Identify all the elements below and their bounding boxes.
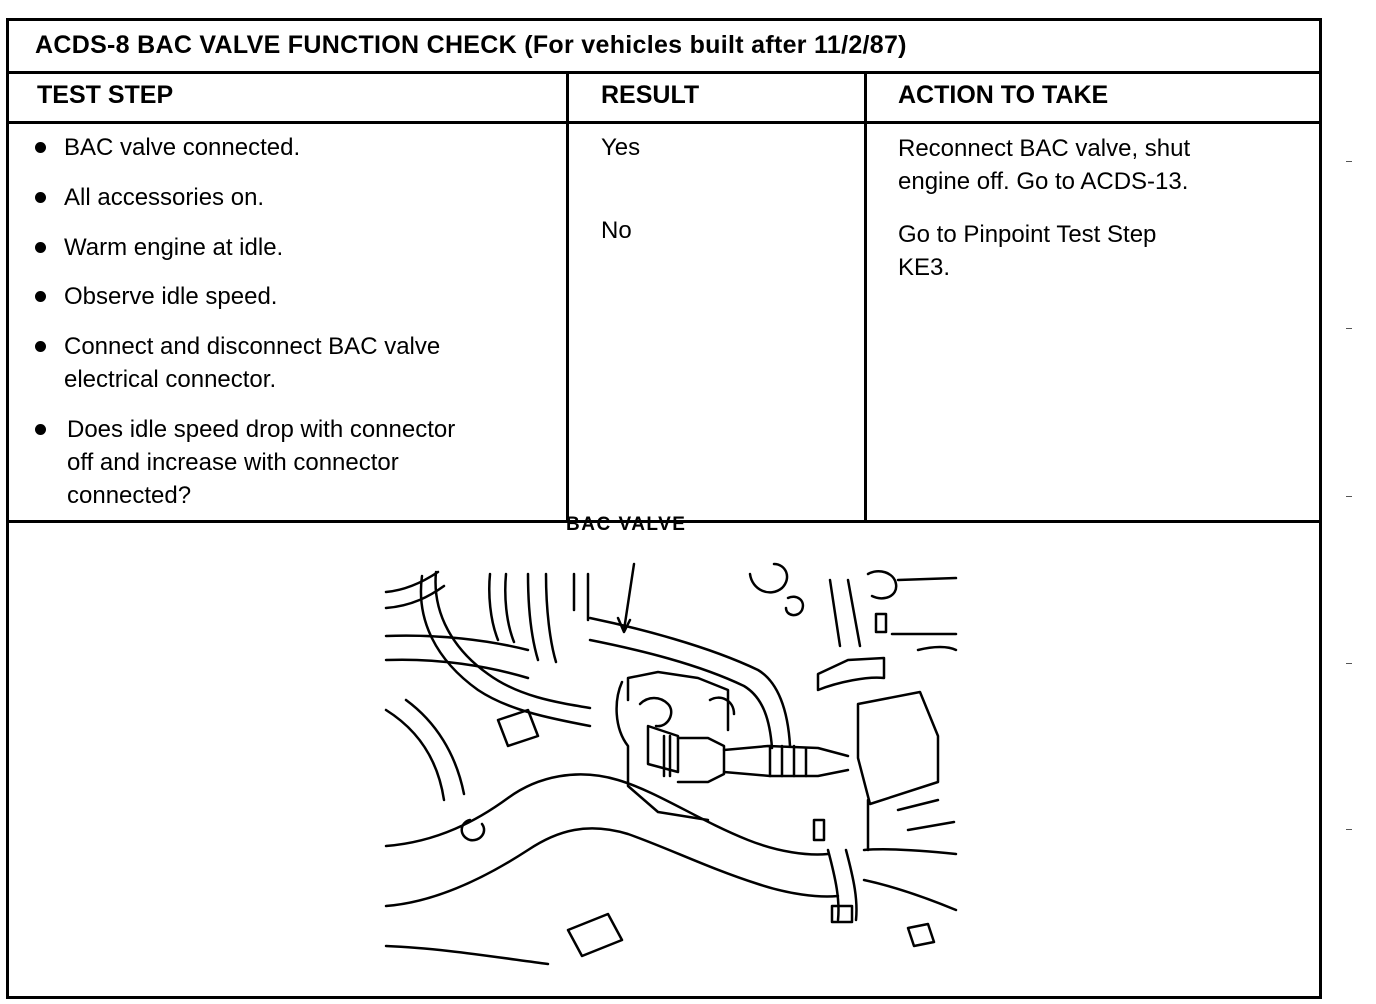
test-step-item: Observe idle speed. xyxy=(35,280,277,313)
bullet-icon xyxy=(35,424,46,435)
bac-valve-illustration xyxy=(384,562,958,966)
divider xyxy=(566,71,569,520)
test-step-text: Does idle speed drop with connector off … xyxy=(67,416,456,509)
bullet-icon xyxy=(35,291,46,302)
test-step-item: Does idle speed drop with connector off … xyxy=(35,413,455,512)
column-header-test-step: TEST STEP xyxy=(37,81,174,109)
figure-label: BAC VALVE xyxy=(566,514,687,535)
test-step-text: All accessories on. xyxy=(64,184,265,211)
margin-mark xyxy=(1346,161,1352,162)
result-no: No xyxy=(601,217,632,244)
column-header-action: ACTION TO TAKE xyxy=(898,81,1109,109)
bullet-icon xyxy=(35,142,46,153)
test-step-text: Observe idle speed. xyxy=(64,283,278,310)
test-step-item: Connect and disconnect BAC valve electri… xyxy=(35,330,440,396)
bullet-icon xyxy=(35,192,46,203)
test-step-item: All accessories on. xyxy=(35,181,264,214)
test-step-item: BAC valve connected. xyxy=(35,131,300,164)
test-step-item: Warm engine at idle. xyxy=(35,231,283,264)
leader-arrowhead xyxy=(616,616,632,634)
test-step-text: Warm engine at idle. xyxy=(64,234,284,261)
test-step-text: BAC valve connected. xyxy=(64,134,301,161)
action-yes: Reconnect BAC valve, shut engine off. Go… xyxy=(898,135,1191,195)
divider xyxy=(864,71,867,520)
margin-mark xyxy=(1346,663,1352,664)
bullet-icon xyxy=(35,242,46,253)
margin-mark xyxy=(1346,496,1352,497)
divider xyxy=(9,520,1319,523)
procedure-table: ACDS-8 BAC VALVE FUNCTION CHECK (For veh… xyxy=(6,18,1322,999)
divider xyxy=(9,71,1319,74)
leader-line xyxy=(622,562,636,632)
action-no: Go to Pinpoint Test Step KE3. xyxy=(898,221,1157,281)
margin-mark xyxy=(1346,829,1352,830)
margin-mark xyxy=(1346,328,1352,329)
table-title: ACDS-8 BAC VALVE FUNCTION CHECK (For veh… xyxy=(35,31,907,59)
column-header-result: RESULT xyxy=(601,81,700,109)
bullet-icon xyxy=(35,341,46,352)
result-yes: Yes xyxy=(601,134,641,161)
test-step-text: Connect and disconnect BAC valve electri… xyxy=(64,333,441,393)
divider xyxy=(9,121,1319,124)
